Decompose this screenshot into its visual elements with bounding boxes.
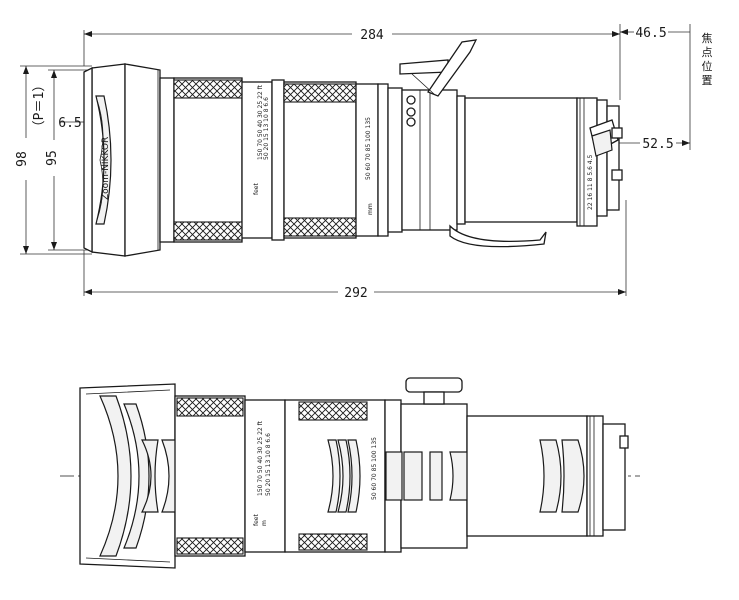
lens-hood: Zoom-NIKKOR: [83, 63, 126, 257]
dim-284-label: 284: [360, 28, 384, 43]
aperture-scale: 22 16 11 8 5.6 4.5: [587, 154, 594, 210]
tripod-collar: [377, 39, 547, 248]
focal-plane-label: 焦 点 位 置: [702, 32, 713, 87]
front-element: [99, 395, 132, 557]
dim-6-5-label: 6.5: [58, 116, 81, 131]
dimension-46-5: 46.5: [620, 24, 691, 150]
zoom-ring[interactable]: 50 60 70 85 100 135 mm: [271, 79, 379, 241]
svg-text:位: 位: [702, 59, 713, 73]
dimension-292: 292: [83, 200, 627, 301]
mm-label: mm: [367, 203, 374, 215]
top-view: 284 46.5 焦 点 位 置 52.5: [15, 24, 713, 301]
dim-98-label: 98: [15, 151, 30, 167]
svg-text:置: 置: [702, 74, 713, 87]
focus-ring[interactable]: 150 70 50 40 30 25 22 ft 50 20 15 13 10 …: [173, 77, 273, 243]
dim-46-5-label: 46.5: [635, 26, 666, 41]
svg-text:150 70 50 40 30 25 22 ft: 150 70 50 40 30 25 22 ft: [257, 420, 264, 496]
cutaway-rear-barrel: [466, 415, 629, 537]
cutaway-focus-ring: 150 70 50 40 30 25 22 ft 50 20 15 13 10 …: [174, 395, 286, 557]
feet-label: feet: [253, 183, 260, 195]
focus-scale-top: 150 70 50 40 30 25 22 ft: [257, 84, 264, 160]
svg-text:m: m: [261, 520, 268, 526]
svg-text:点: 点: [702, 46, 713, 59]
dimension-284: 284: [83, 24, 621, 100]
dim-95-label: 95: [45, 150, 60, 166]
dimension-52-5: 52.5: [600, 137, 690, 152]
dim-292-label: 292: [344, 286, 367, 301]
left-vertical-dimensions: 98 95 （P＝1） 6.5: [15, 65, 94, 255]
cutaway-view: 150 70 50 40 30 25 22 ft 50 20 15 13 10 …: [60, 377, 640, 569]
svg-text:50 20 15 13 10 8 6.6: 50 20 15 13 10 8 6.6: [265, 433, 272, 496]
svg-text:焦: 焦: [702, 32, 713, 45]
brand-engraving: Zoom-NIKKOR: [101, 137, 111, 200]
svg-text:feet: feet: [253, 514, 260, 526]
zoom-scale: 50 60 70 85 100 135: [365, 117, 372, 180]
front-barrel: [124, 63, 175, 257]
cutaway-zoom-ring: 50 60 70 85 100 135: [284, 399, 386, 553]
cutaway-hood: [79, 383, 182, 569]
focus-scale-bottom: 50 20 15 13 10 8 6.6: [263, 97, 270, 160]
dim-52-5-label: 52.5: [642, 137, 673, 152]
rear-barrel: 22 16 11 8 5.6 4.5: [464, 97, 598, 227]
lens-mount: [589, 99, 623, 217]
p-ratio-label: （P＝1）: [32, 79, 47, 134]
svg-text:50 60 70 85 100 135: 50 60 70 85 100 135: [371, 437, 378, 500]
